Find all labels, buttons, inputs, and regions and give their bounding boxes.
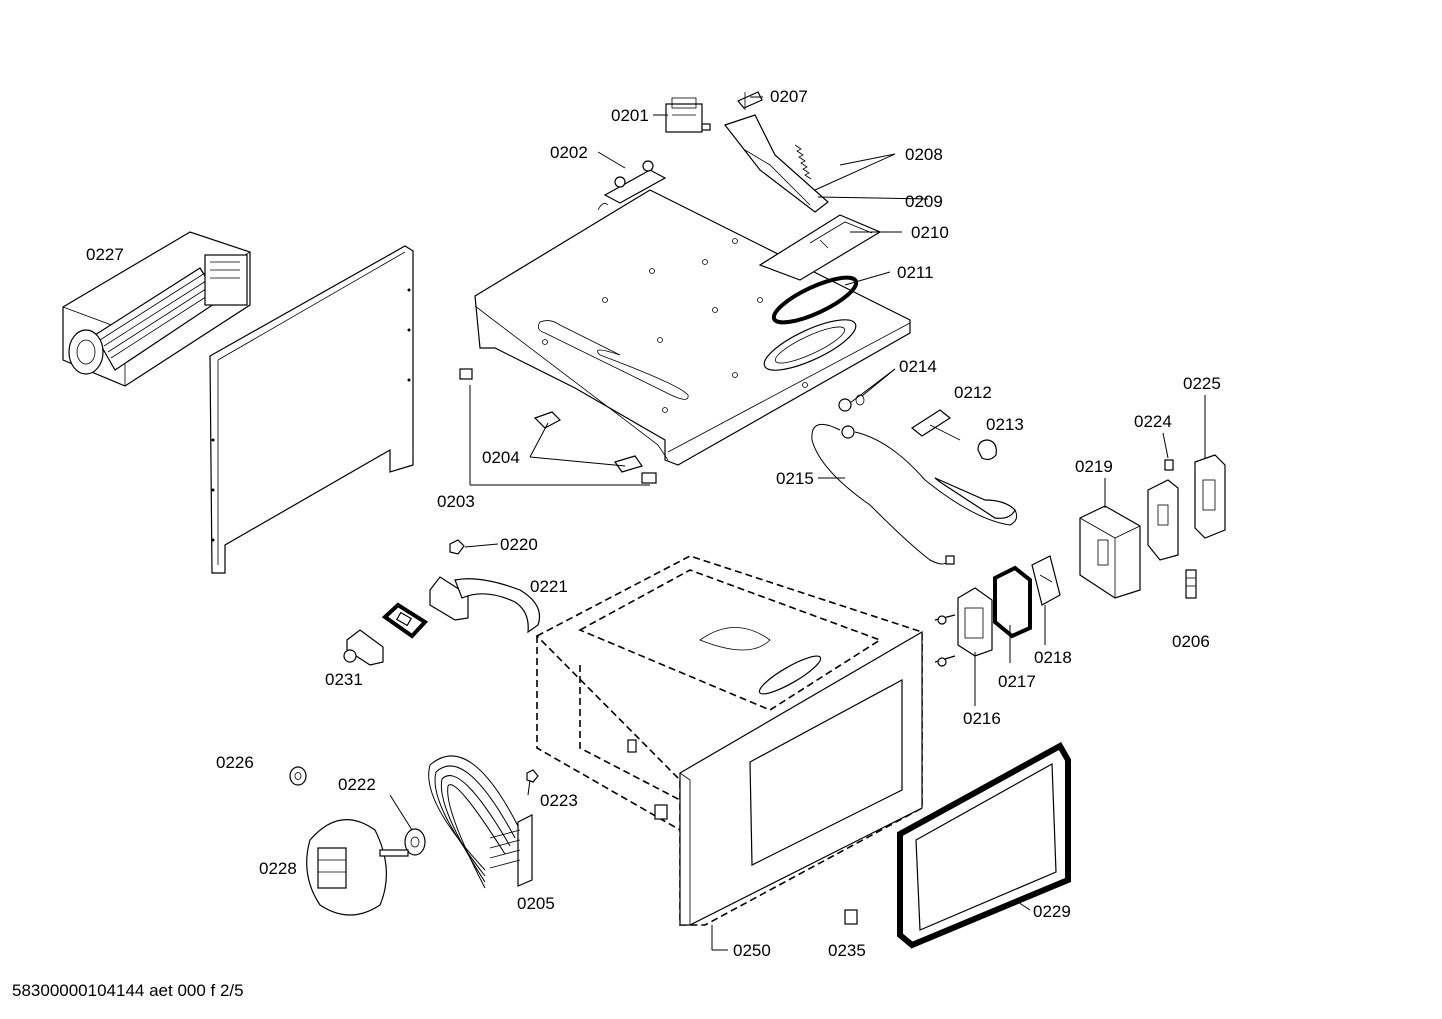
label-0226: 0226: [216, 753, 254, 772]
document-reference: 58300000104144 aet 000 f 2/5: [12, 981, 244, 1000]
label-0220: 0220: [500, 535, 538, 554]
label-0213: 0213: [986, 415, 1024, 434]
label-0214: 0214: [899, 357, 937, 376]
part-0201: [665, 97, 711, 133]
label-0204: 0204: [482, 448, 520, 467]
label-0218: 0218: [1034, 648, 1072, 667]
label-0211: 0211: [897, 263, 934, 282]
label-0225: 0225: [1183, 374, 1221, 393]
label-0205: 0205: [517, 894, 555, 913]
label-0206: 0206: [1172, 632, 1210, 651]
part-0220-0221-0231: [343, 539, 541, 666]
label-0250: 0250: [733, 941, 771, 960]
label-0203: 0203: [437, 492, 475, 511]
label-0224: 0224: [1134, 412, 1172, 431]
part-0229-gasket: [897, 741, 1071, 949]
label-0231: 0231: [325, 670, 363, 689]
label-0209: 0209: [905, 192, 943, 211]
part-0210: [758, 214, 882, 281]
label-0217: 0217: [998, 672, 1036, 691]
label-0227: 0227: [86, 245, 124, 264]
label-0221: 0221: [530, 577, 568, 596]
side-panel: [209, 245, 414, 574]
label-0228: 0228: [259, 859, 297, 878]
part-0219-0224-0225-0206: [1079, 454, 1226, 599]
part-0250-cavity: [535, 555, 923, 926]
label-0235: 0235: [828, 941, 866, 960]
part-0227-fan-motor: [62, 231, 251, 387]
part-0211: [771, 275, 859, 325]
label-0219: 0219: [1075, 457, 1113, 476]
top-plate: [474, 189, 911, 466]
label-0201: 0201: [611, 106, 649, 125]
part-0203-0204-clips: [459, 368, 657, 484]
label-0210: 0210: [911, 223, 949, 242]
label-0229: 0229: [1033, 902, 1071, 921]
part-0202: [597, 160, 667, 211]
label-0208: 0208: [905, 145, 943, 164]
label-0212: 0212: [954, 383, 992, 402]
part-0235: [844, 909, 858, 925]
part-0207: [737, 91, 763, 110]
part-0205-0222-0223-0226-0228: [289, 755, 539, 916]
label-0202: 0202: [550, 143, 588, 162]
label-0222: 0222: [338, 775, 376, 794]
part-0208-0209: [724, 114, 829, 213]
leader-lines: [389, 96, 1206, 951]
part-0212-0215: [811, 394, 1018, 565]
label-0215: 0215: [776, 469, 814, 488]
label-0223: 0223: [540, 791, 578, 810]
label-0216: 0216: [963, 709, 1001, 728]
part-0216-0217-0218: [934, 555, 1061, 667]
label-0207: 0207: [770, 87, 808, 106]
